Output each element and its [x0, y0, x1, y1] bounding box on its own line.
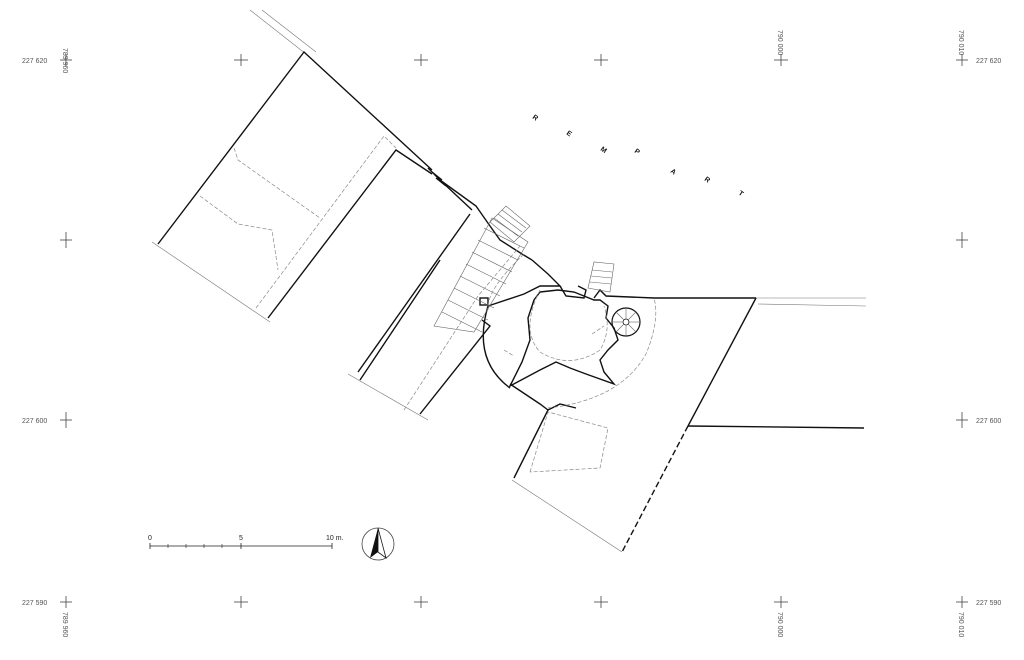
scale-label-end: 10 m. — [326, 535, 344, 542]
rampart-letter: R — [703, 176, 711, 185]
coord-top-left: 789 960 — [61, 48, 68, 73]
grid-ticks — [60, 54, 968, 608]
scale-label-zero: 0 — [148, 535, 152, 542]
coord-left-top: 227 620 — [22, 58, 47, 65]
coord-top-mid: 790 000 — [776, 30, 783, 55]
rampart-letter: P — [633, 148, 641, 157]
scale-label-mid: 5 — [239, 535, 243, 542]
rampart-letter: R — [531, 114, 539, 123]
coord-bottom-left: 789 960 — [61, 612, 68, 637]
rampart-letter: M — [599, 146, 608, 155]
rampart-label: R E M P A R T — [531, 114, 745, 199]
rampart-letter: E — [565, 130, 573, 139]
north-arrow-icon — [361, 527, 395, 561]
coord-left-mid: 227 600 — [22, 418, 47, 425]
spiral-staircase — [611, 307, 641, 337]
dashed-features — [199, 135, 657, 473]
coord-bottom-mid: 790 000 — [776, 612, 783, 637]
coord-bottom-right: 790 010 — [957, 612, 964, 637]
coord-right-bottom: 227 590 — [976, 600, 1001, 607]
coord-right-mid: 227 600 — [976, 418, 1001, 425]
stair-flight-main — [433, 205, 531, 333]
boundary-lines — [151, 9, 867, 553]
rampart-letter: T — [737, 190, 745, 199]
coord-right-top: 227 620 — [976, 58, 1001, 65]
scale-bar: 0 5 10 m. — [148, 535, 344, 549]
coord-top-right: 790 010 — [957, 30, 964, 55]
rampart-letter: A — [669, 168, 677, 177]
stair-flight-tower — [587, 261, 615, 293]
coord-left-bottom: 227 590 — [22, 600, 47, 607]
building-walls — [157, 50, 865, 553]
